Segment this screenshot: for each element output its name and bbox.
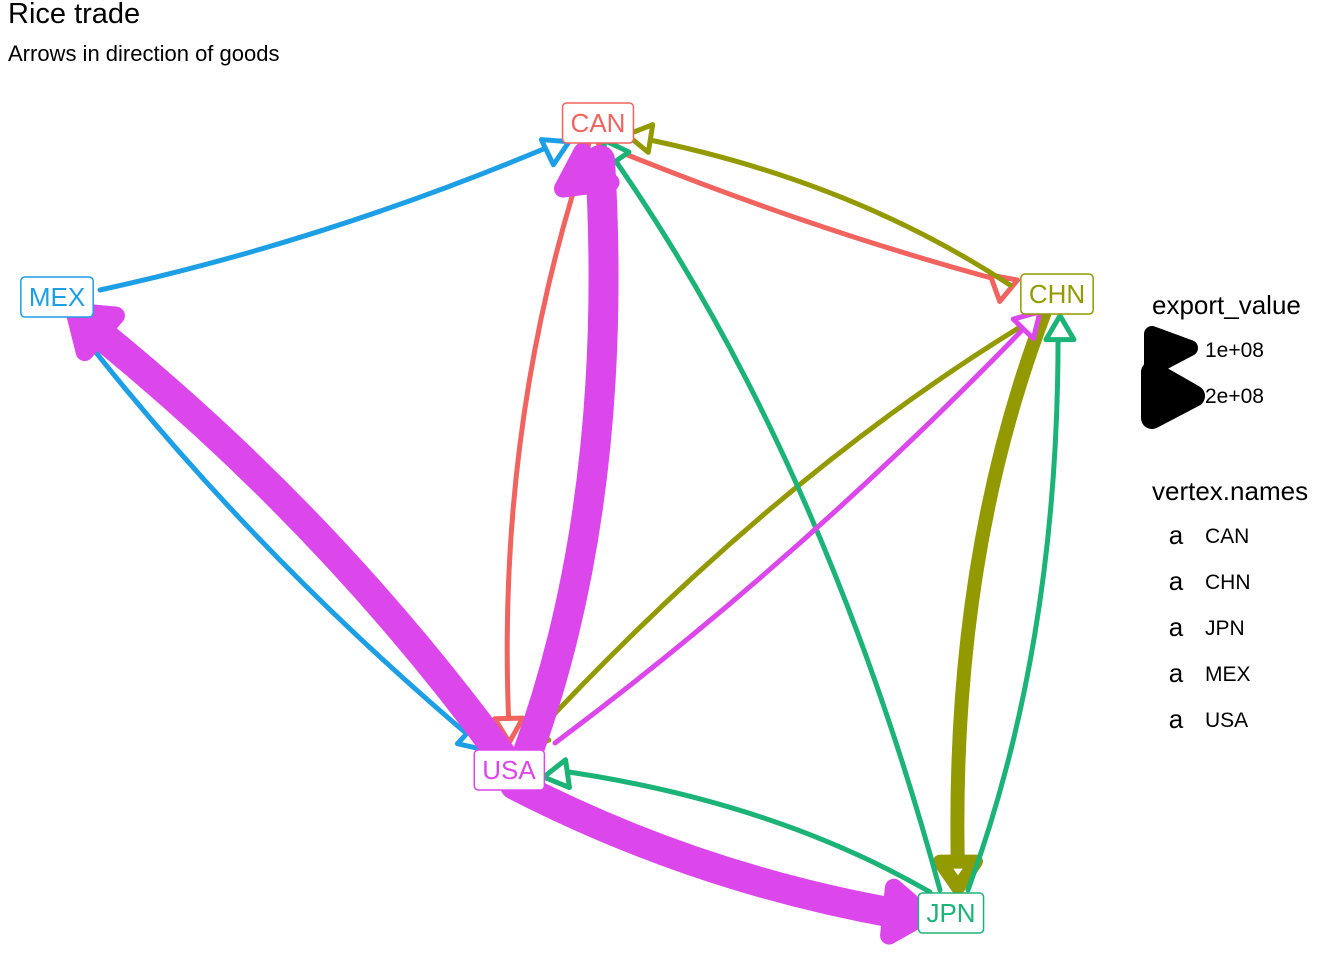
- edge-can-to-usa: [504, 137, 593, 731]
- edge-jpn-to-usa: [552, 767, 933, 895]
- edge-can-to-chn: [595, 140, 1013, 286]
- legend-arrow-1e8: [1144, 326, 1198, 376]
- arrowhead-mex-to-can: [538, 137, 572, 168]
- node-label-usa: USA: [482, 755, 536, 785]
- legend-label-usa: USA: [1205, 709, 1248, 732]
- legend-label-mex: MEX: [1205, 663, 1251, 686]
- legend-key-jpn: a: [1169, 612, 1184, 642]
- edge-usa-to-mex: [80, 315, 520, 775]
- edges-layer: [65, 122, 1077, 945]
- legend-label-jpn: JPN: [1205, 617, 1245, 640]
- node-box-mex: [20, 276, 94, 318]
- node-chn: CHN: [1020, 273, 1094, 315]
- node-box-usa: [473, 749, 546, 791]
- edge-mex-to-usa: [87, 342, 483, 748]
- arrowhead-usa-to-can: [553, 142, 620, 198]
- legend-size-title: export_value: [1152, 290, 1301, 320]
- node-mex: MEX: [20, 276, 94, 318]
- node-label-can: CAN: [571, 108, 626, 138]
- node-box-jpn: [917, 892, 985, 934]
- nodes-layer: CAN CHN JPN MEX USA: [20, 102, 1094, 934]
- arrowhead-chn-to-can: [624, 122, 656, 155]
- edge-mex-to-can: [97, 137, 568, 293]
- edge-usa-to-chn: [552, 319, 1033, 746]
- legend-key-mex: a: [1169, 658, 1184, 688]
- edge-chn-to-usa: [527, 312, 1043, 743]
- node-label-chn: CHN: [1029, 279, 1085, 309]
- arrowhead-can-to-usa: [492, 715, 526, 745]
- node-label-mex: MEX: [29, 282, 85, 312]
- edge-usa-to-jpn: [500, 770, 920, 930]
- arrowhead-chn-to-jpn: [932, 854, 983, 895]
- node-can: CAN: [561, 102, 635, 144]
- edge-chn-to-can: [637, 135, 1013, 288]
- node-usa: USA: [473, 749, 546, 791]
- legend-key-usa: a: [1169, 704, 1184, 734]
- legend-key-can: a: [1169, 520, 1184, 550]
- legend-size-label-1: 1e+08: [1205, 339, 1264, 362]
- edge-usa-to-can: [512, 145, 619, 770]
- arrowhead-usa-to-mex: [65, 302, 125, 362]
- legend-label-can: CAN: [1205, 525, 1249, 548]
- node-box-chn: [1020, 273, 1094, 315]
- arrowhead-usa-to-jpn: [880, 878, 935, 945]
- node-label-jpn: JPN: [926, 898, 975, 928]
- edge-chn-to-jpn: [950, 305, 1052, 879]
- legend-color-title: vertex.names: [1152, 476, 1308, 506]
- chart-subtitle: Arrows in direction of goods: [8, 41, 280, 66]
- arrowhead-usa-to-chn: [1010, 309, 1043, 342]
- edge-jpn-to-chn: [965, 322, 1061, 893]
- legend-key-chn: a: [1169, 566, 1184, 596]
- legend-label-chn: CHN: [1205, 571, 1251, 594]
- chart-title: Rice trade: [8, 0, 141, 30]
- node-jpn: JPN: [917, 892, 985, 934]
- arrowhead-can-to-chn: [987, 272, 1021, 304]
- legend-arrow-2e8: [1141, 361, 1205, 429]
- legend-size-label-2: 2e+08: [1205, 385, 1264, 408]
- arrowhead-jpn-to-usa: [541, 757, 572, 791]
- edge-jpn-to-can: [605, 147, 943, 893]
- arrowhead-jpn-to-chn: [1043, 313, 1077, 343]
- node-box-can: [561, 102, 635, 144]
